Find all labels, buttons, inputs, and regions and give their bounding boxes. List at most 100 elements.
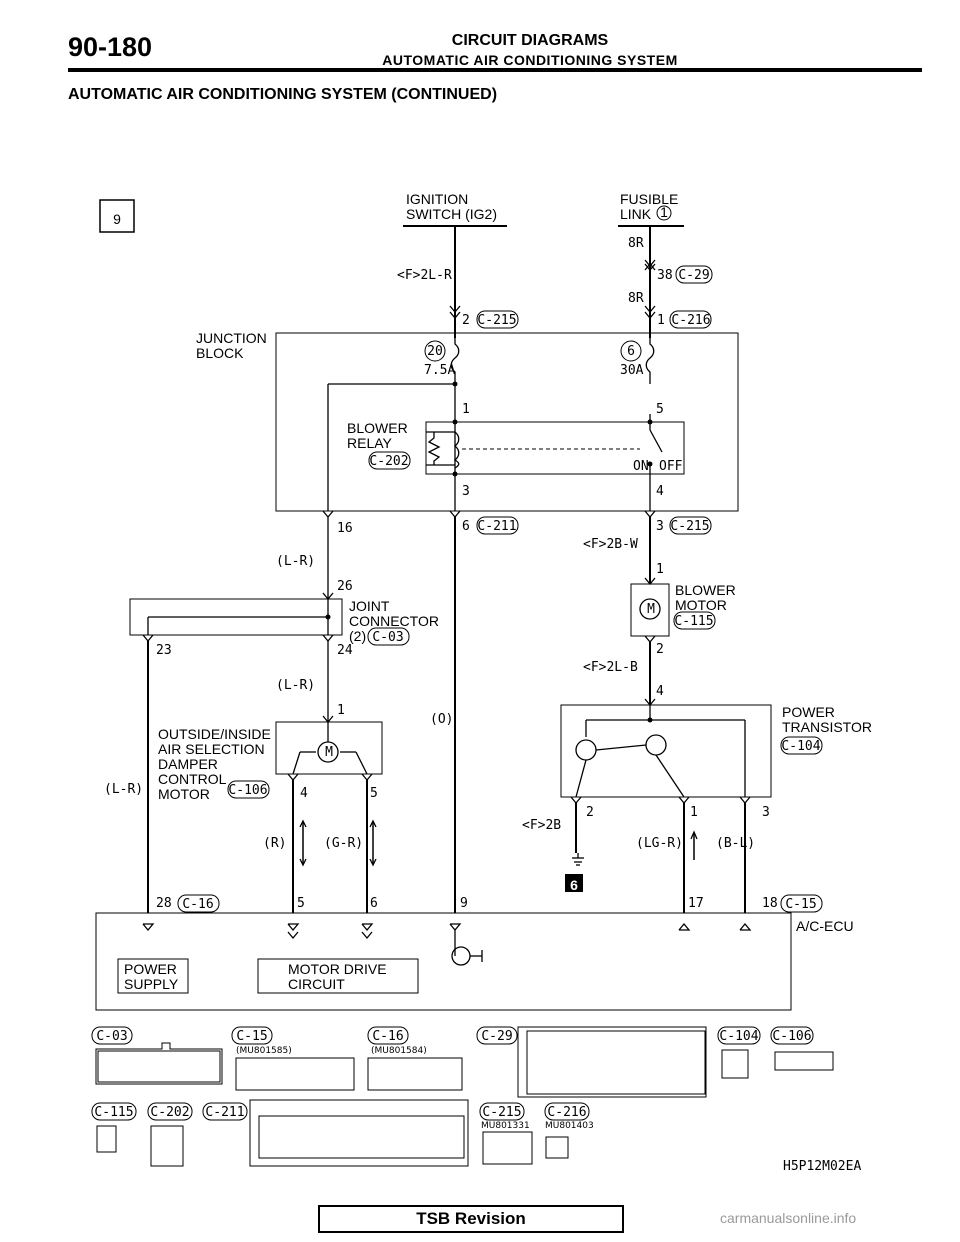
label-fusible-2: LINK (620, 206, 652, 222)
header-rule (68, 68, 922, 72)
wire-8r-mid: 8R (628, 291, 644, 306)
transistor-pin-4: 4 (656, 684, 664, 699)
label-blower-motor-2: MOTOR (675, 597, 727, 613)
label-damper: OUTSIDE/INSIDE (158, 726, 271, 742)
wire-r: (R) (263, 836, 286, 851)
pin-38: 38 (657, 268, 673, 283)
connector-c16-tag: C-16 (372, 1029, 403, 1044)
connector-c104-tag: C-104 (719, 1029, 758, 1044)
connector-c15-part: (MU801585) (236, 1046, 292, 1056)
connector-c202-tag: C-202 (150, 1105, 189, 1120)
label-blower-relay: BLOWER (347, 420, 408, 436)
wire-gr: (G-R) (324, 836, 363, 851)
relay-pin-5: 5 (656, 402, 664, 417)
fusible-link-number: 1 (660, 204, 668, 220)
pin-2: 2 (462, 313, 470, 328)
tag-c215-a: C-215 (477, 313, 516, 328)
wire-lr-1: (L-R) (276, 554, 315, 569)
connector-c216-tag: C-216 (547, 1105, 586, 1120)
label-power-supply: POWER (124, 961, 177, 977)
figure-code: H5P12M02EA (783, 1159, 861, 1174)
fuse-6: 6 (627, 344, 635, 359)
relay-on: ON (633, 459, 649, 474)
label-power-transistor-2: TRANSISTOR (782, 719, 872, 735)
ecu-pin-17: 17 (688, 896, 704, 911)
pin-23: 23 (156, 643, 172, 658)
label-fusible: FUSIBLE (620, 191, 678, 207)
diagram-dots (325, 381, 653, 892)
relay-off: OFF (659, 459, 683, 474)
tag-c29: C-29 (678, 268, 709, 283)
wire-8r-top: 8R (628, 236, 644, 251)
fuse-20: 20 (427, 344, 443, 359)
label-damper-2: AIR SELECTION (158, 741, 265, 757)
transistor-pin-1: 1 (690, 805, 698, 820)
tag-c216-a: C-216 (671, 313, 710, 328)
label-blower-motor: BLOWER (675, 582, 736, 598)
label-junction: JUNCTION (196, 330, 267, 346)
connector-c29-tag: C-29 (481, 1029, 512, 1044)
label-ignition-2: SWITCH (IG2) (406, 206, 497, 222)
label-blower-relay-2: RELAY (347, 435, 393, 451)
tag-c115: C-115 (674, 614, 713, 629)
connector-c211-tag: C-211 (205, 1105, 244, 1120)
label-power-supply-2: SUPPLY (124, 976, 179, 992)
ecu-pin-5: 5 (297, 896, 305, 911)
tsb-revision-box: TSB Revision (318, 1205, 624, 1233)
section-title: AUTOMATIC AIR CONDITIONING SYSTEM (CONTI… (68, 86, 498, 103)
tag-c15: C-15 (785, 897, 816, 912)
tag-c202: C-202 (369, 454, 408, 469)
watermark: carmanualsonline.info (720, 1210, 857, 1226)
wire-lr-3: (L-R) (104, 782, 143, 797)
relay-pin-4: 4 (656, 484, 664, 499)
label-junction-2: BLOCK (196, 345, 244, 361)
label-power-transistor: POWER (782, 704, 835, 720)
sheet-number: 9 (113, 211, 121, 227)
pin-16: 16 (337, 521, 353, 536)
relay-pin-3: 3 (462, 484, 470, 499)
wire-lgr: (LG-R) (636, 836, 683, 851)
motor-pin-2: 2 (656, 642, 664, 657)
pin-6: 6 (462, 519, 470, 534)
motor-pin-1: 1 (656, 562, 664, 577)
fuse-6-rating: 30A (620, 363, 644, 378)
label-joint-2: CONNECTOR (349, 613, 439, 629)
ecu-pin-18: 18 (762, 896, 778, 911)
tag-c03: C-03 (372, 630, 403, 645)
label-ignition: IGNITION (406, 191, 468, 207)
wire-o: (O) (430, 712, 453, 727)
tag-c211: C-211 (477, 519, 516, 534)
damper-pin-1: 1 (337, 703, 345, 718)
connector-c115-tag: C-115 (94, 1105, 133, 1120)
page-title: CIRCUIT DIAGRAMS (451, 32, 609, 49)
fuse-20-rating: 7.5A (424, 363, 455, 378)
wire-f2lb: <F>2L-B (583, 660, 638, 675)
label-motor-drive-2: CIRCUIT (288, 976, 345, 992)
label-damper-5: MOTOR (158, 786, 210, 802)
tag-c104: C-104 (781, 739, 820, 754)
wire-lr-2: (L-R) (276, 678, 315, 693)
tag-c215-b: C-215 (670, 519, 709, 534)
label-damper-3: DAMPER (158, 756, 218, 772)
page-number: 90-180 (68, 32, 153, 62)
connector-c16-part: (MU801584) (371, 1046, 427, 1056)
connector-c15-tag: C-15 (236, 1029, 267, 1044)
motor-symbol: M (647, 602, 655, 617)
pin-1: 1 (657, 313, 665, 328)
connector-c03-tag: C-03 (96, 1029, 127, 1044)
transistor-pin-2: 2 (586, 805, 594, 820)
wire-f2lr: <F>2L-R (397, 268, 452, 283)
damper-pin-4: 4 (300, 786, 308, 801)
connector-tags (177, 205, 823, 913)
pin-3: 3 (656, 519, 664, 534)
ecu-pin-9: 9 (460, 896, 468, 911)
tag-c16: C-16 (182, 897, 213, 912)
wire-f2bw: <F>2B-W (583, 537, 638, 552)
ecu-pin-6: 6 (370, 896, 378, 911)
connector-c215-tag: C-215 (482, 1105, 521, 1120)
wire-bl: (B-L) (716, 836, 755, 851)
connector-views (91, 1026, 834, 1167)
wire-f2b: <F>2B (522, 818, 561, 833)
page-subtitle: AUTOMATIC AIR CONDITIONING SYSTEM (382, 52, 678, 68)
